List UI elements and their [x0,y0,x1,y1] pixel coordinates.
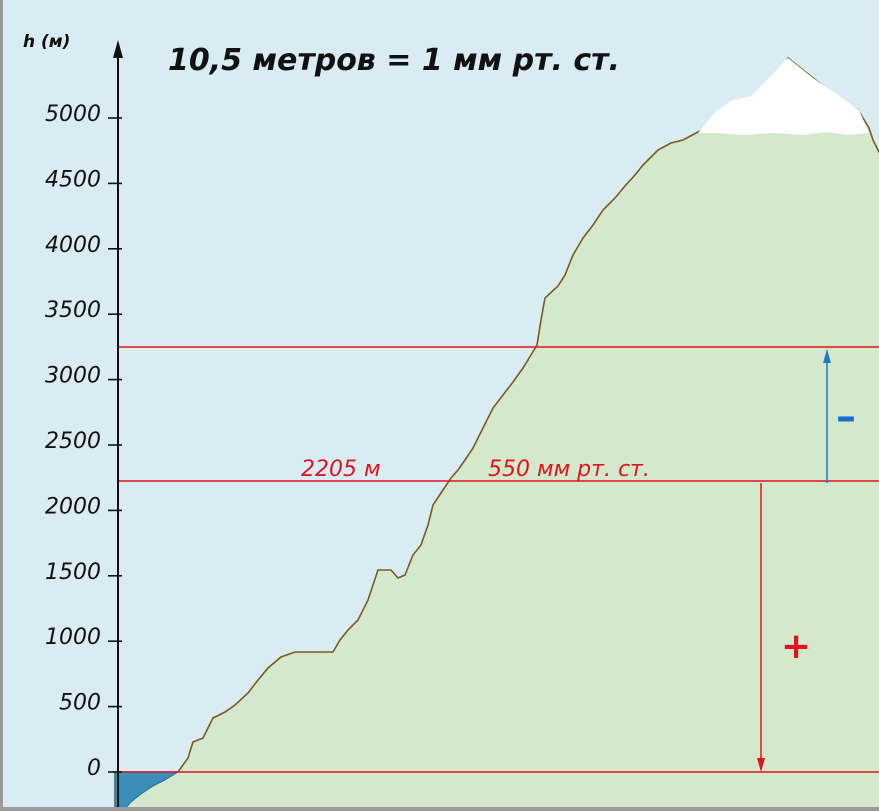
plus-arrow-head-icon [757,758,765,772]
plus-sign: + [781,626,811,667]
y-tick-label: 500 [59,691,101,716]
y-tick-label: 0 [87,756,101,781]
diagram-title: 10,5 метров = 1 мм рт. ст. [168,43,620,78]
y-tick-label: 2500 [45,429,101,454]
minus-sign: – [836,394,856,440]
diagram-canvas: 5000450040003500300025002000150010005000… [23,32,879,807]
y-tick-label: 3500 [45,298,101,323]
y-axis-title: h (м) [23,32,70,52]
y-tick-label: 1000 [45,625,101,650]
y-tick-label: 1500 [45,560,101,585]
minus-arrow-head-icon [823,349,831,363]
mountain-profile [114,56,879,807]
sea-water [114,771,180,807]
snow-cap [698,58,869,135]
y-tick-label: 4500 [45,167,101,192]
y-tick-label: 5000 [45,102,101,127]
y-tick-label: 3000 [45,364,101,389]
y-axis-arrow-icon [113,40,123,58]
pressure-annotation: 550 мм рт. ст. [488,457,650,482]
y-tick-label: 4000 [45,233,101,258]
y-tick-label: 2000 [45,494,101,519]
height-annotation: 2205 м [301,457,381,482]
